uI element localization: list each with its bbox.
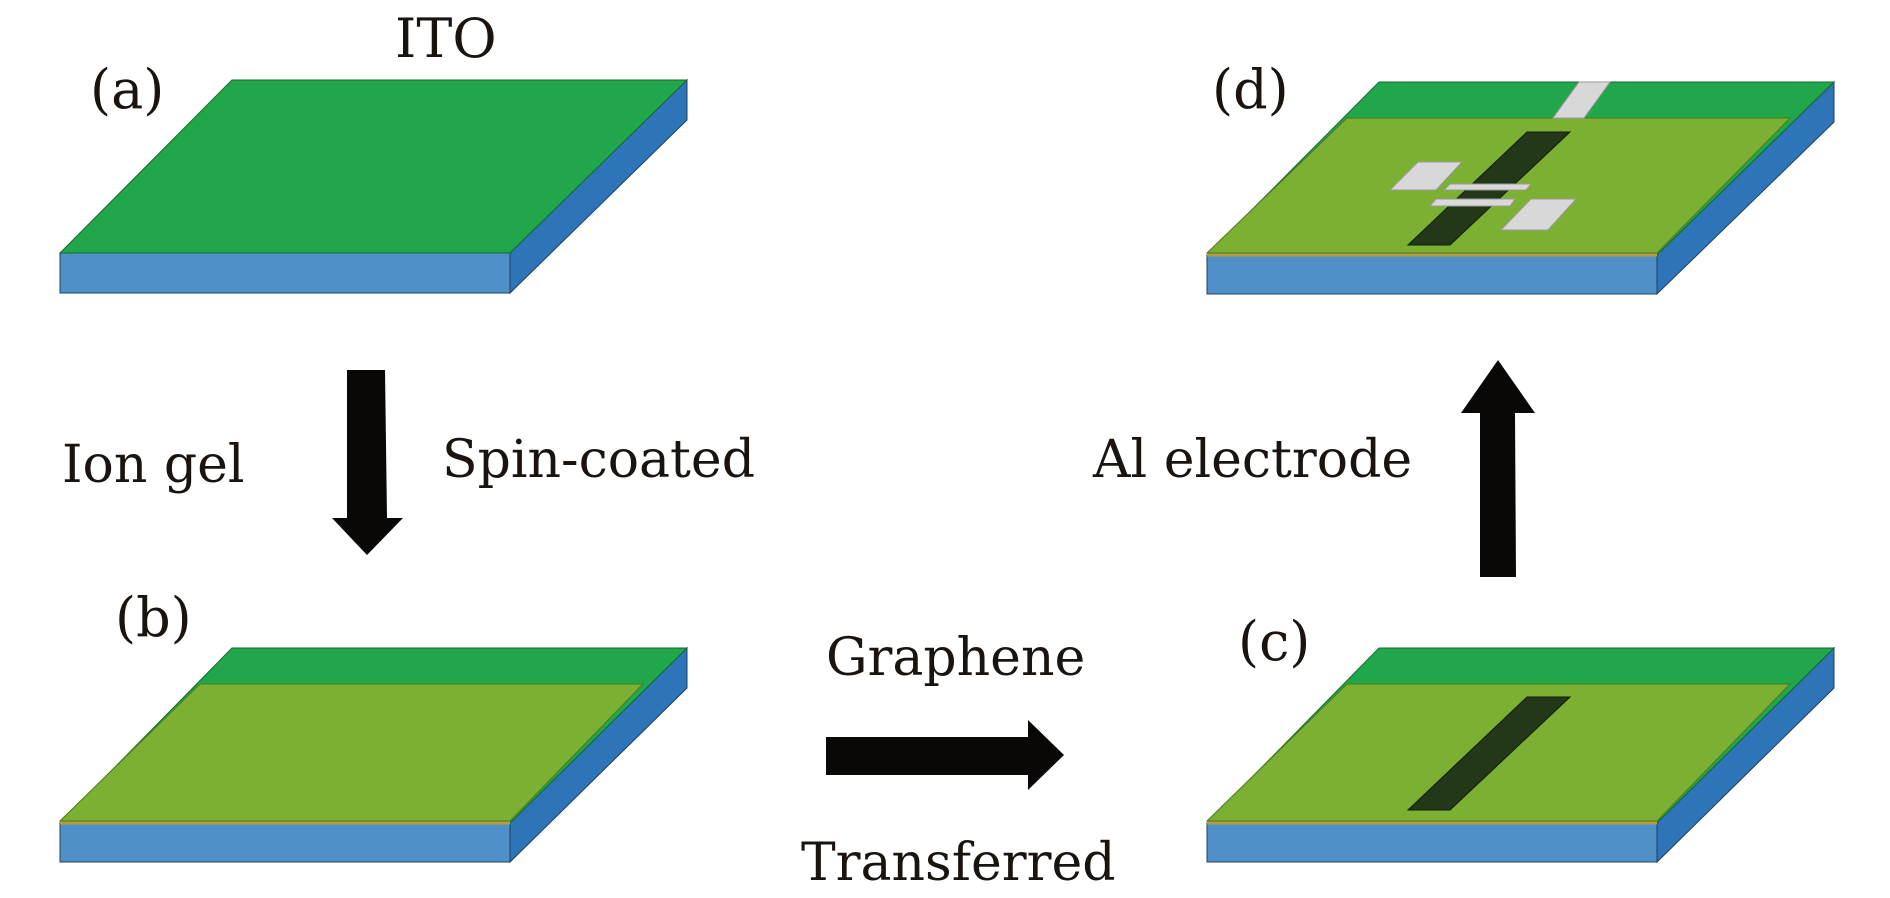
graphene-strip — [1406, 696, 1572, 811]
al-drain-pad — [1499, 198, 1578, 231]
arrow-right-icon — [826, 720, 1064, 790]
graphene-label: Graphene — [826, 628, 1085, 688]
arrow-up-icon — [1461, 360, 1535, 577]
ito-layer — [58, 79, 689, 254]
ion-gel-layer — [58, 683, 645, 822]
panel-c-device — [1205, 646, 1836, 864]
substrate-front-face — [1206, 822, 1658, 863]
panel-a-substrate — [58, 78, 689, 295]
spin-coated-label: Spin-coated — [442, 430, 755, 490]
panel-b-label: (b) — [115, 586, 192, 649]
al-electrode-label: Al electrode — [1092, 430, 1412, 490]
panel-d-label: (d) — [1212, 58, 1289, 121]
substrate-front-face — [59, 822, 511, 863]
ito-label: ITO — [395, 7, 497, 70]
al-source-pad — [1388, 161, 1464, 191]
substrate-front-face — [1206, 254, 1658, 295]
transferred-label: Transferred — [801, 833, 1116, 893]
al-source-finger — [1442, 183, 1533, 191]
substrate-front-face — [59, 252, 511, 294]
panel-c-label: (c) — [1238, 610, 1310, 673]
panel-d-device — [1205, 80, 1836, 296]
panel-b-device — [58, 646, 689, 864]
top-al-pad — [1552, 81, 1611, 119]
arrow-down-icon — [332, 370, 403, 555]
al-drain-finger — [1428, 198, 1516, 207]
panel-a-label: (a) — [90, 58, 164, 121]
ion-gel-label: Ion gel — [62, 435, 245, 495]
